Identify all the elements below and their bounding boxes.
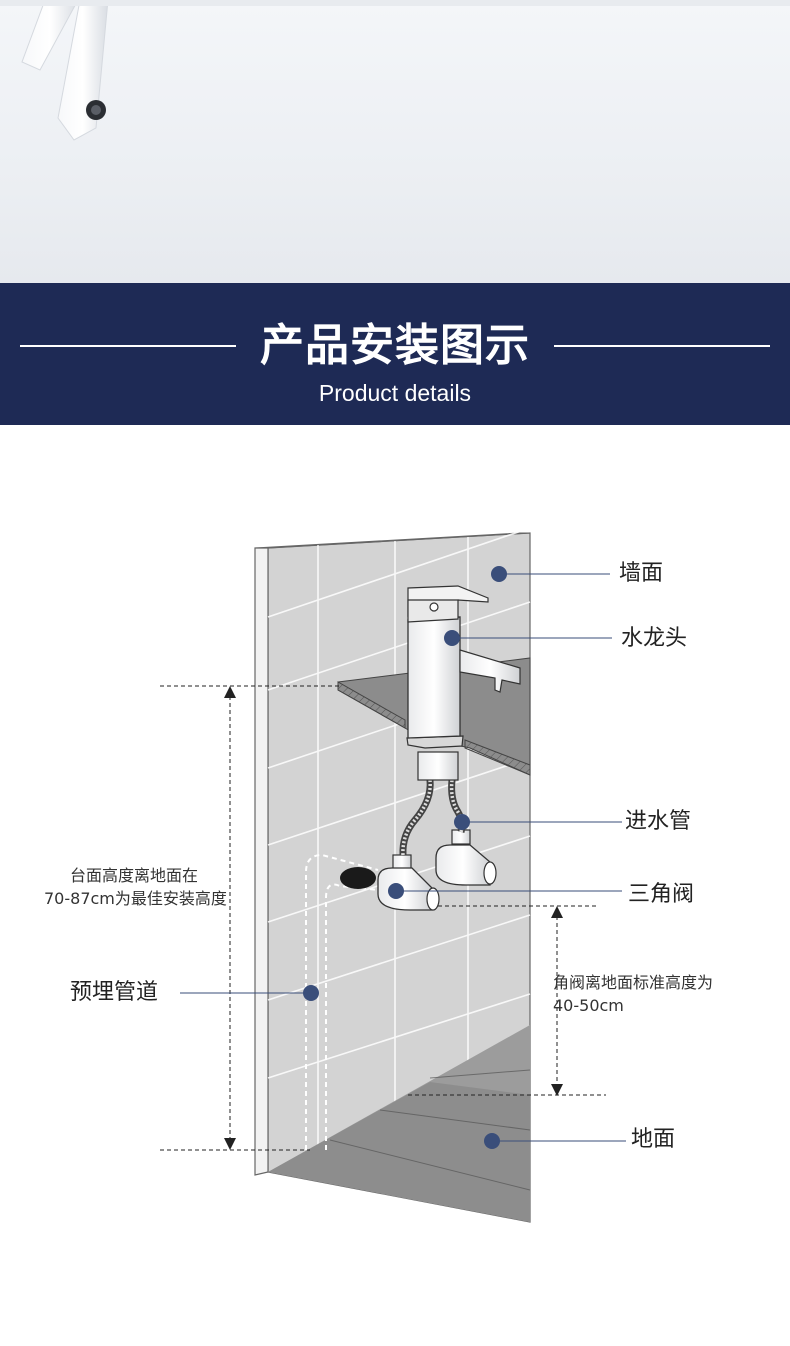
faucet-spout-image xyxy=(0,0,790,141)
note-valve-height-line1: 角阀离地面标准高度为 xyxy=(553,973,714,992)
marker-angle-valve xyxy=(388,883,404,899)
dimension-counter-height xyxy=(160,685,340,1151)
installation-diagram: 墙面 水龙头 进水管 三角阀 预埋管道 地面 台面高度离地面在 70-87cm为… xyxy=(0,425,790,1342)
banner-title: 产品安装图示 xyxy=(260,320,530,371)
marker-inlet-hose xyxy=(454,814,470,830)
marker-wall xyxy=(491,566,507,582)
leader-angle-valve xyxy=(388,883,622,899)
label-faucet: 水龙头 xyxy=(621,626,688,651)
label-inlet-hose: 进水管 xyxy=(625,809,692,834)
product-photo xyxy=(0,0,790,283)
floor-surface xyxy=(268,1025,531,1222)
banner-rule-right xyxy=(554,345,770,347)
diagram-drawing xyxy=(160,527,626,1223)
faucet-drawing xyxy=(406,585,521,781)
note-counter-height-line2: 70-87cm为最佳安装高度 xyxy=(44,889,227,908)
marker-faucet xyxy=(444,630,460,646)
note-valve-height-line2: 40-50cm xyxy=(553,996,624,1015)
marker-floor xyxy=(484,1133,500,1149)
banner-rule-left xyxy=(20,345,236,347)
leader-wall xyxy=(491,566,610,582)
pipe-outlet xyxy=(340,867,376,889)
leader-floor xyxy=(484,1133,626,1149)
dimension-valve-height xyxy=(408,905,606,1096)
leader-faucet xyxy=(444,630,612,646)
marker-embedded-pipe xyxy=(303,985,319,1001)
section-banner: 产品安装图示 Product details xyxy=(0,283,790,425)
label-angle-valve: 三角阀 xyxy=(628,882,695,907)
note-counter-height-line1: 台面高度离地面在 xyxy=(70,866,199,885)
angle-valve-right xyxy=(435,829,497,886)
angle-valve-left xyxy=(377,854,440,911)
leader-embedded-pipe xyxy=(180,985,319,1001)
label-floor: 地面 xyxy=(631,1127,676,1152)
leader-inlet-hose xyxy=(454,814,622,830)
label-embedded-pipe: 预埋管道 xyxy=(70,980,159,1005)
embedded-pipe-drawing xyxy=(305,853,379,1150)
banner-subtitle: Product details xyxy=(318,380,472,406)
label-wall: 墙面 xyxy=(619,561,664,586)
